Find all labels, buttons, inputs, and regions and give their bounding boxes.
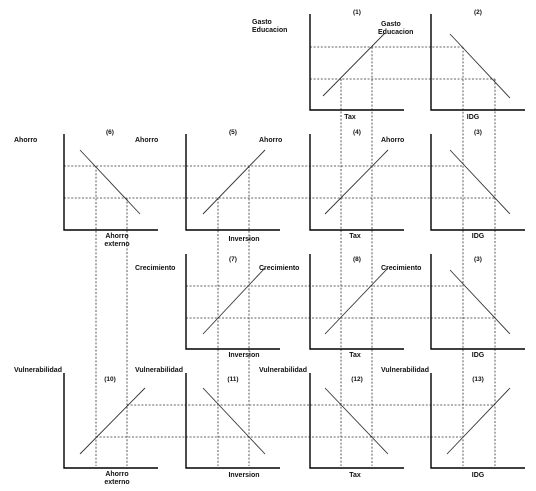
panel-numbers: (1) (2) (6) (5) (4) (3) (7) (8) (3) (10)…	[104, 9, 484, 383]
curve-panel-5	[202, 149, 266, 215]
x-label-panel-1: Tax	[344, 114, 356, 121]
curve-panel-6	[79, 149, 141, 215]
curve-panel-7	[202, 267, 266, 335]
panel-number-7: (7)	[229, 256, 237, 263]
x-label-panel-13: IDG	[472, 472, 485, 479]
curve-panel-3b	[449, 269, 511, 335]
panel-number-8: (8)	[353, 256, 361, 263]
panel-number-10: (10)	[104, 376, 116, 383]
curve-panel-2	[449, 33, 511, 99]
y-label-panel-8: Crecimiento	[259, 265, 299, 272]
curve-label-panel-1-line1: Gasto	[381, 21, 401, 28]
x-label-panel-2: IDG	[467, 114, 480, 121]
y-label-panel-3a: Ahorro	[381, 137, 404, 144]
x-label-panel-5: Inversion	[228, 236, 259, 243]
curve-labels: Gasto Educacion	[378, 21, 413, 36]
y-label-panel-5: Ahorro	[135, 137, 158, 144]
panel-axes	[63, 14, 525, 469]
axes-panel-12	[309, 373, 404, 469]
panel-number-6: (6)	[106, 129, 114, 136]
axes-panel-11	[185, 373, 280, 469]
curve-panel-12	[324, 387, 389, 455]
curve-panel-1	[322, 32, 386, 97]
y-label-panel-11: Vulnerabilidad	[135, 367, 183, 374]
axes-panel-13	[430, 373, 525, 469]
y-label-panel-1-line1: Gasto	[252, 19, 272, 26]
axes-panel-2	[430, 14, 525, 111]
x-label-panel-3a: IDG	[472, 233, 485, 240]
y-label-panel-1-line2: Educacion	[252, 27, 287, 34]
relation-curves	[79, 32, 511, 455]
curve-panel-13	[446, 387, 511, 455]
panel-number-4: (4)	[353, 129, 361, 136]
axes-panel-8	[309, 254, 404, 350]
panel-number-1: (1)	[353, 9, 361, 16]
y-label-panel-10: Vulnerabilidad	[14, 367, 62, 374]
y-axis-labels: Gasto Educacion Ahorro Ahorro Ahorro Aho…	[14, 19, 429, 374]
panel-number-12: (12)	[351, 376, 363, 383]
panel-number-3a: (3)	[474, 129, 482, 136]
y-label-panel-7: Crecimiento	[135, 265, 175, 272]
dashed-connector-lines	[64, 46, 496, 466]
x-label-panel-6-line1: Ahorro	[105, 233, 128, 240]
axes-panel-7	[185, 254, 280, 350]
y-label-panel-13: Vulnerabilidad	[381, 367, 429, 374]
x-label-panel-12: Tax	[349, 472, 361, 479]
curve-panel-10	[79, 387, 146, 455]
y-label-panel-3b: Crecimiento	[381, 265, 421, 272]
axes-panel-6	[63, 134, 158, 231]
panel-number-2: (2)	[474, 9, 482, 16]
curve-panel-8	[324, 267, 389, 335]
x-axis-labels: Tax IDG Ahorro externo Inversion Tax IDG…	[104, 114, 484, 486]
panel-number-13: (13)	[472, 376, 484, 383]
axes-panel-4	[309, 134, 404, 231]
y-label-panel-12: Vulnerabilidad	[259, 367, 307, 374]
axes-panel-1	[309, 14, 404, 111]
curve-panel-11	[202, 387, 266, 455]
axes-panel-5	[185, 134, 280, 231]
x-label-panel-3b: IDG	[472, 352, 485, 359]
panel-number-11: (11)	[227, 376, 238, 383]
panel-number-5: (5)	[229, 129, 237, 136]
curve-panel-3a	[449, 149, 511, 215]
x-label-panel-4: Tax	[349, 233, 361, 240]
curve-label-panel-1-line2: Educacion	[378, 29, 413, 36]
x-label-panel-10-line2: externo	[104, 479, 129, 486]
x-label-panel-10-line1: Ahorro	[105, 471, 128, 478]
curve-panel-4	[324, 149, 389, 215]
x-label-panel-7: Inversion	[228, 352, 259, 359]
x-label-panel-11: Inversion	[228, 472, 259, 479]
panel-number-3b: (3)	[474, 256, 482, 263]
axes-panel-3a	[430, 134, 525, 231]
y-label-panel-6: Ahorro	[14, 137, 37, 144]
y-label-panel-4: Ahorro	[259, 137, 282, 144]
axes-panel-10	[63, 373, 158, 469]
x-label-panel-6-line2: externo	[104, 241, 129, 248]
x-label-panel-8: Tax	[349, 352, 361, 359]
axes-panel-3b	[430, 254, 525, 350]
